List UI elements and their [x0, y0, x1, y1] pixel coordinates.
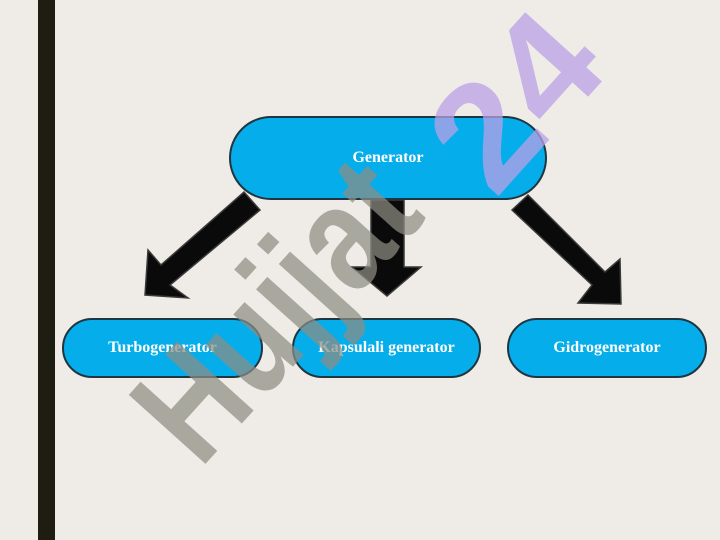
node-gidrogenerator: Gidrogenerator [507, 318, 707, 378]
node-kapsulali-generator-label: Kapsulali generator [318, 339, 455, 356]
node-gidrogenerator-label: Gidrogenerator [553, 339, 661, 356]
left-accent-bar [38, 0, 55, 540]
arrow-to-gidrogenerator [510, 193, 622, 305]
node-generator-label: Generator [352, 149, 424, 166]
node-turbogenerator: Turbogenerator [62, 318, 263, 378]
node-turbogenerator-label: Turbogenerator [108, 339, 217, 356]
arrow-to-kapsulali-generator [349, 199, 424, 297]
arrow-to-turbogenerator [144, 190, 262, 299]
node-generator: Generator [229, 116, 547, 200]
node-kapsulali-generator: Kapsulali generator [292, 318, 481, 378]
